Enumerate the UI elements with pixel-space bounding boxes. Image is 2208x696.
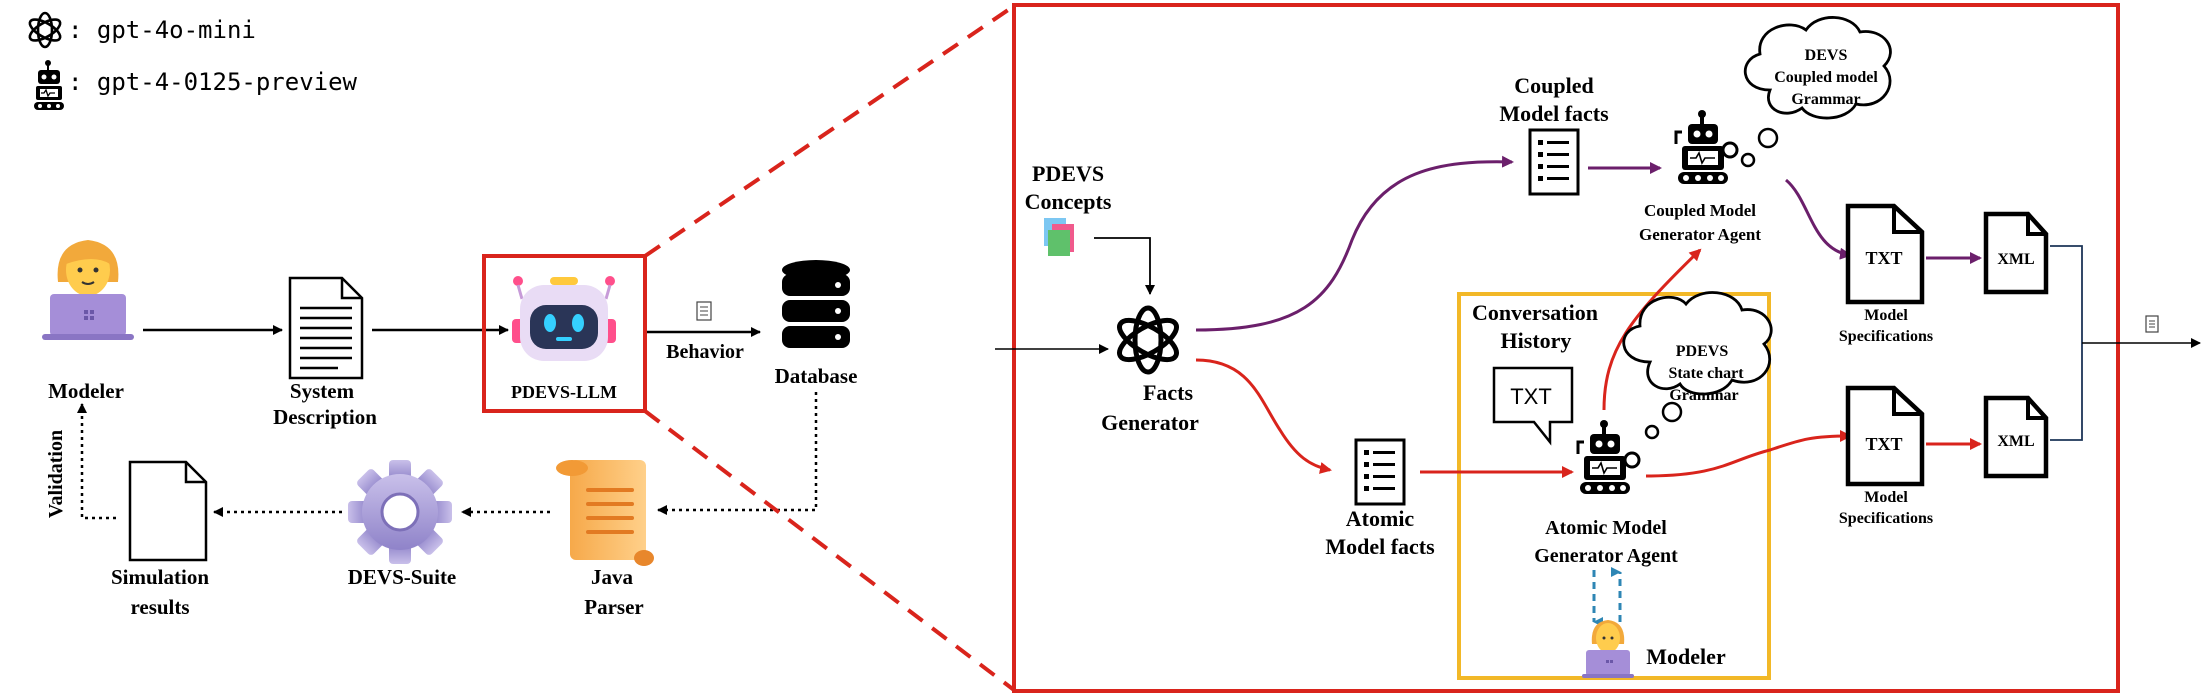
txt-doc-top-label: TXT: [1865, 248, 1902, 268]
arrow-validation: [77, 403, 116, 520]
llm-robot-icon: [512, 276, 616, 361]
modeler-small-label: Modeler: [1646, 644, 1726, 669]
pdevs-concepts-label-2: Concepts: [1025, 189, 1112, 214]
zoom-line-bottom: [643, 409, 1016, 692]
conversation-history-label-1: Conversation: [1472, 300, 1598, 325]
pdevs-llm-label: PDEVS-LLM: [511, 382, 617, 402]
legend-label-gpt4: : gpt-4-0125-preview: [68, 68, 358, 96]
result-document-icon: [128, 460, 208, 562]
txt-bubble-label: TXT: [1510, 384, 1552, 409]
model-spec-top-label-2: Specifications: [1839, 328, 1933, 345]
database-icon: [782, 260, 850, 348]
behavior-label: Behavior: [666, 341, 744, 363]
openai-logo-icon: [28, 11, 62, 49]
coupled-agent-robot-icon: [1674, 110, 1739, 184]
books-icon: [1044, 218, 1074, 256]
checklist-icon: [1528, 128, 1580, 196]
zoom-line-top: [643, 4, 1016, 258]
pdevs-grammar-label-3: Grammar: [1669, 387, 1738, 404]
xml-document-icon: [1983, 395, 2049, 479]
robot-icon: [34, 60, 64, 110]
scroll-icon: [556, 460, 654, 566]
atomic-agent-label-2: Generator Agent: [1534, 545, 1678, 567]
atomic-model-facts-label-1: Atomic: [1346, 506, 1415, 531]
pdevs-concepts-label-1: PDEVS: [1032, 161, 1104, 186]
arrow-database-to-parser: [657, 392, 818, 515]
arrow-concepts-to-generator: [1094, 237, 1155, 295]
model-spec-top-label-1: Model: [1864, 307, 1908, 324]
atomic-model-facts-label-2: Model facts: [1325, 534, 1435, 559]
arrow-generator-to-coupled-facts: [1195, 155, 1514, 332]
model-spec-bottom-label-1: Model: [1864, 489, 1908, 506]
legend: : gpt-4o-mini : gpt-4-0125-preview: [28, 11, 358, 110]
simulation-results-label-2: results: [130, 595, 189, 619]
small-document-icon: [696, 301, 712, 321]
checklist-icon: [1354, 438, 1406, 506]
arrow-atomic-agent-to-txt: [1645, 430, 1852, 478]
database-label: Database: [775, 364, 858, 388]
conversation-history-label-2: History: [1501, 328, 1572, 353]
system-description-label-1: System: [290, 379, 355, 403]
pdevs-grammar-label-2: State chart: [1668, 365, 1744, 382]
modeler-label: Modeler: [48, 379, 124, 403]
model-spec-bottom-label-2: Specifications: [1839, 510, 1933, 527]
pdevs-grammar-label-1: PDEVS: [1676, 343, 1729, 360]
txt-document-icon: [1845, 385, 1925, 487]
modeler-avatar: [42, 240, 134, 340]
devs-grammar-label-1: DEVS: [1805, 47, 1848, 64]
coupled-agent-label-1: Coupled Model: [1644, 201, 1756, 220]
facts-generator-label-2: Generator: [1101, 410, 1199, 435]
openai-logo-icon: [1117, 305, 1179, 375]
xml-bottom-label: XML: [1997, 433, 2034, 450]
modeler-avatar-small: [1582, 620, 1634, 678]
atomic-agent-label-1: Atomic Model: [1545, 517, 1667, 539]
validation-label: Validation: [45, 430, 67, 518]
detail-panel: [1012, 3, 2120, 693]
devs-grammar-label-2: Coupled model: [1774, 69, 1878, 86]
speech-bubble-icon: [1492, 366, 1574, 446]
facts-generator-label-1: Facts: [1143, 380, 1194, 405]
txt-document-icon: [1845, 203, 1925, 305]
document-icon: [288, 276, 364, 380]
legend-label-gpt4omini: : gpt-4o-mini: [68, 16, 256, 44]
xml-top-label: XML: [1997, 251, 2034, 268]
atomic-agent-robot-icon: [1576, 420, 1641, 494]
coupled-agent-label-2: Generator Agent: [1639, 225, 1761, 244]
simulation-results-label-1: Simulation: [111, 565, 209, 589]
java-parser-label-2: Parser: [584, 595, 643, 619]
devs-suite-label: DEVS-Suite: [348, 565, 457, 589]
txt-doc-bottom-label: TXT: [1865, 434, 1902, 454]
gear-icon: [348, 460, 452, 564]
pdevs-llm-box: [482, 254, 647, 413]
small-document-icon: [2145, 315, 2159, 333]
merge-bracket: [2050, 245, 2083, 441]
arrow-generator-to-atomic-facts: [1195, 358, 1332, 474]
devs-grammar-label-3: Grammar: [1791, 91, 1860, 108]
thought-cloud-pdevs: [1622, 291, 1773, 440]
xml-document-icon: [1983, 211, 2049, 295]
arrow-coupled-agent-to-txt: [1785, 178, 1852, 260]
coupled-model-facts-label-2: Model facts: [1499, 101, 1609, 126]
java-parser-label-1: Java: [591, 565, 634, 589]
system-description-label-2: Description: [273, 405, 377, 429]
thought-cloud-devs: [1740, 16, 1892, 168]
coupled-model-facts-label-1: Coupled: [1514, 73, 1593, 98]
